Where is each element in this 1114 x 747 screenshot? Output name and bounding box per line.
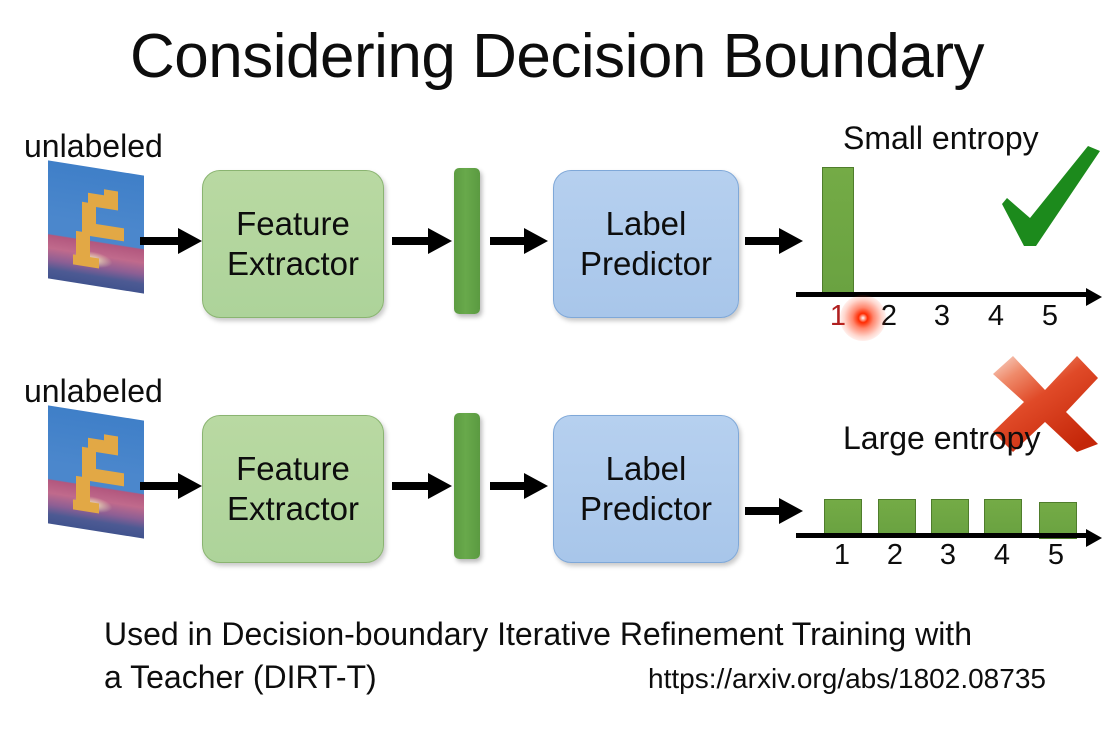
chart-tick-label-1: 1 (829, 300, 847, 332)
label-predictor-label-line2: Predictor (579, 490, 713, 527)
feature-extractor-label-line2: Extractor (226, 490, 360, 527)
small-entropy-label: Small entropy (843, 120, 1039, 156)
feature-extractor-label-line1: Feature (236, 204, 350, 242)
arrow-image-to-feature-extractor-bottom (140, 473, 202, 499)
arrow-label-predictor-to-chart-top (745, 228, 803, 254)
arrow-feature-extractor-to-vector-top (392, 228, 452, 254)
histogram-bar-3 (931, 499, 969, 534)
unlabeled-label-bottom: unlabeled (24, 373, 163, 409)
arrow-vector-to-label-predictor-bottom (490, 473, 548, 499)
histogram-bar-1 (824, 499, 862, 534)
arrow-vector-to-label-predictor-top (490, 228, 548, 254)
histogram-small-entropy: 1 2 3 4 5 (796, 160, 1106, 341)
chart-tick-label-2: 2 (880, 300, 898, 332)
feature-extractor-box-bottom[interactable]: Feature Extractor (202, 415, 384, 563)
chart-tick-label-3: 3 (939, 539, 957, 571)
histogram-bar-2 (878, 499, 916, 534)
histogram-bar-5 (1039, 502, 1077, 539)
label-predictor-label-line2: Predictor (579, 245, 713, 282)
label-predictor-label-line1: Label (605, 449, 687, 487)
digit-stroke (73, 499, 99, 514)
svhn-digit-thumbnail (48, 160, 144, 294)
histogram-bar-1 (822, 167, 854, 295)
feature-extractor-label-line1: Feature (236, 449, 350, 487)
unlabeled-label-top: unlabeled (24, 128, 163, 164)
page-title: Considering Decision Boundary (130, 22, 984, 91)
digit-stroke (73, 254, 99, 269)
label-predictor-box-bottom[interactable]: Label Predictor (553, 415, 739, 563)
input-image-thumbnail-bottom (48, 405, 144, 539)
chart-tick-label-1: 1 (833, 539, 851, 571)
feature-vector-bar-top (454, 168, 480, 314)
chart-tick-label-3: 3 (933, 300, 951, 332)
chart-axis-line-top (796, 292, 1088, 297)
chart-tick-label-5: 5 (1047, 539, 1065, 571)
chart-axis-arrowhead-top (1086, 288, 1102, 306)
feature-vector-bar-bottom (454, 413, 480, 559)
caption-block: Used in Decision-boundary Iterative Refi… (104, 613, 1064, 699)
chart-tick-label-2: 2 (886, 539, 904, 571)
chart-axis-arrowhead-bottom (1086, 529, 1102, 547)
cross-icon (988, 352, 1102, 461)
arrow-label-predictor-to-chart-bottom (745, 498, 803, 524)
large-entropy-label: Large entropy (843, 420, 1041, 456)
input-image-thumbnail-top (48, 160, 144, 294)
label-predictor-label-line1: Label (605, 204, 687, 242)
histogram-large-entropy: 1 2 3 4 5 (796, 485, 1106, 580)
caption-line-2: a Teacher (DIRT-T) (104, 659, 377, 696)
arrow-feature-extractor-to-vector-bottom (392, 473, 452, 499)
chart-tick-label-5: 5 (1041, 300, 1059, 332)
check-icon (992, 142, 1104, 265)
pipeline-row-small-entropy: unlabeled Feature Extractor (0, 128, 1114, 328)
chart-axis-line-bottom (796, 533, 1088, 538)
paper-url[interactable]: https://arxiv.org/abs/1802.08735 (648, 663, 1046, 694)
caption-line-1: Used in Decision-boundary Iterative Refi… (104, 616, 972, 652)
label-predictor-box-top[interactable]: Label Predictor (553, 170, 739, 318)
histogram-bar-4 (984, 499, 1022, 534)
chart-tick-label-4: 4 (993, 539, 1011, 571)
feature-extractor-box-top[interactable]: Feature Extractor (202, 170, 384, 318)
chart-tick-label-4: 4 (987, 300, 1005, 332)
arrow-image-to-feature-extractor-top (140, 228, 202, 254)
pipeline-row-large-entropy: unlabeled Feature Extractor (0, 373, 1114, 573)
feature-extractor-label-line2: Extractor (226, 245, 360, 282)
svhn-digit-thumbnail (48, 405, 144, 539)
